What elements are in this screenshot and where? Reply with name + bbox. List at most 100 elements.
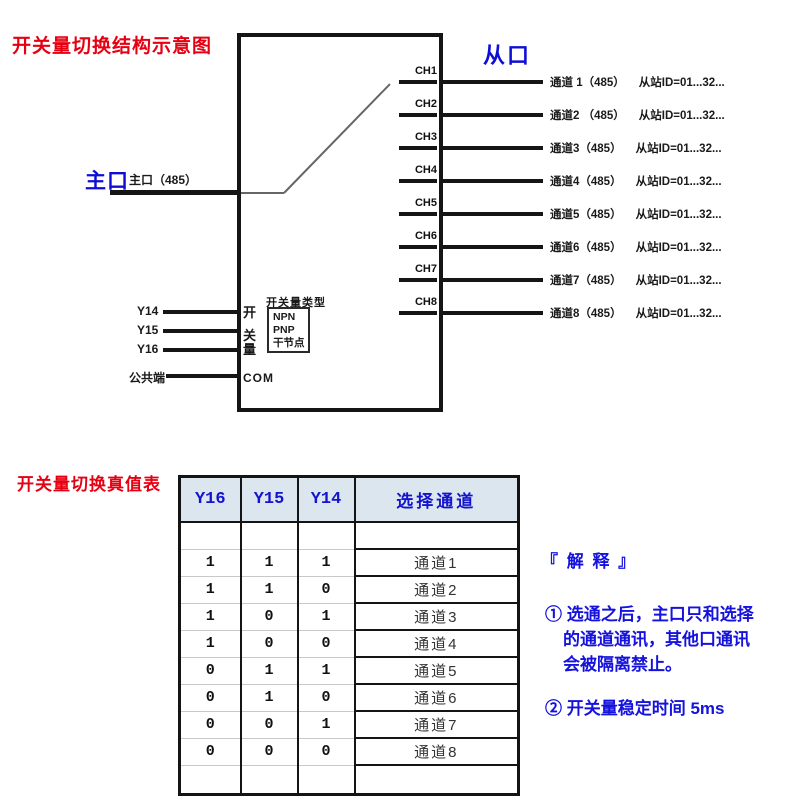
switch-type-dry-contact: 干节点: [273, 337, 305, 349]
ch6-label: CH6: [414, 230, 437, 242]
ch2-wire-line: [443, 113, 543, 117]
ch8-slave-id: 从站ID=01...32...: [635, 308, 722, 320]
switch-char-liang: 量: [243, 342, 257, 357]
ch3-wire-line: [443, 146, 543, 150]
explanation-item2: ② 开关量稳定时间 5ms: [545, 699, 725, 718]
ch4-label: CH4: [414, 164, 437, 176]
master-port-label: 主口: [85, 170, 129, 193]
spacer-cell: [353, 521, 520, 550]
ch7-stub-line: [399, 278, 437, 282]
switch-char-kai: 开: [243, 305, 257, 320]
ch6-name: 通道6（485）: [550, 242, 622, 254]
ch8-wire-line: [443, 311, 543, 315]
com-label: COM: [243, 371, 274, 385]
master-port-line: [110, 190, 238, 195]
ch3-label: CH3: [414, 131, 437, 143]
switch-lead-line: [241, 192, 284, 194]
y14-label: Y14: [137, 304, 159, 318]
spacer-cell: [296, 765, 356, 795]
ch1-name: 通道 1（485）: [550, 77, 625, 89]
spacer-cell: [296, 522, 356, 550]
ch1-slave-id: 从站ID=01...32...: [638, 77, 725, 89]
explanation-item1-line1: ① 选通之后，主口只和选择: [545, 605, 754, 624]
ch3-stub-line: [399, 146, 437, 150]
explanation-title: 『 解 释 』: [541, 552, 638, 571]
ch6-stub-line: [399, 245, 437, 249]
spacer-cell: [239, 522, 299, 550]
ch7-name: 通道7（485）: [550, 275, 622, 287]
header-y14: Y14: [296, 475, 356, 523]
explanation-item1-line3: 会被隔离禁止。: [563, 655, 682, 674]
ch5-wire-line: [443, 212, 543, 216]
y15-label: Y15: [137, 323, 159, 337]
spacer-cell: [178, 765, 242, 795]
ch2-stub-line: [399, 113, 437, 117]
ch2-slave-id: 从站ID=01...32...: [638, 110, 725, 122]
y14-line: [163, 310, 237, 314]
y16-line: [163, 348, 237, 352]
ch1-stub-line: [399, 80, 437, 84]
common-terminal-label: 公共端: [129, 371, 166, 385]
ch6-wire-line: [443, 245, 543, 249]
switch-type-title: 开关量类型: [266, 297, 326, 309]
ch5-annotation: 通道5（485） 从站ID=01...32...: [550, 206, 722, 222]
switch-unit-box: [237, 33, 443, 412]
ch5-slave-id: 从站ID=01...32...: [635, 209, 722, 221]
ch1-annotation: 通道 1（485） 从站ID=01...32...: [550, 74, 725, 90]
ch7-slave-id: 从站ID=01...32...: [635, 275, 722, 287]
ch4-wire-line: [443, 179, 543, 183]
ch6-slave-id: 从站ID=01...32...: [635, 242, 722, 254]
table-spacer-row: [178, 521, 520, 550]
switch-type-pnp: PNP: [273, 324, 295, 336]
header-select-channel: 选择通道: [353, 475, 520, 523]
ch3-slave-id: 从站ID=01...32...: [635, 143, 722, 155]
ch4-slave-id: 从站ID=01...32...: [635, 176, 722, 188]
spacer-cell: [353, 764, 520, 795]
ch7-wire-line: [443, 278, 543, 282]
ch3-name: 通道3（485）: [550, 143, 622, 155]
master-port-sublabel: 主口（485）: [129, 173, 198, 187]
ch5-stub-line: [399, 212, 437, 216]
ch1-wire-line: [443, 80, 543, 84]
ch6-annotation: 通道6（485） 从站ID=01...32...: [550, 239, 722, 255]
spacer-cell: [239, 765, 299, 795]
ch2-annotation: 通道2 （485） 从站ID=01...32...: [550, 107, 725, 123]
ch8-label: CH8: [414, 296, 437, 308]
ch2-name: 通道2 （485）: [550, 110, 625, 122]
ch7-annotation: 通道7（485） 从站ID=01...32...: [550, 272, 722, 288]
switch-char-guan: 关: [243, 328, 257, 343]
slave-port-label: 从口: [483, 43, 532, 68]
common-terminal-line: [166, 374, 237, 378]
ch4-stub-line: [399, 179, 437, 183]
ch3-annotation: 通道3（485） 从站ID=01...32...: [550, 140, 722, 156]
ch1-label: CH1: [414, 65, 437, 77]
spacer-cell: [178, 522, 242, 550]
header-y16: Y16: [178, 475, 242, 523]
header-y15: Y15: [239, 475, 299, 523]
ch2-label: CH2: [414, 98, 437, 110]
ch8-annotation: 通道8（485） 从站ID=01...32...: [550, 305, 722, 321]
ch5-name: 通道5（485）: [550, 209, 622, 221]
explanation-item1-line2: 的通道通讯，其他口通讯: [563, 630, 750, 649]
diagram-title: 开关量切换结构示意图: [12, 36, 213, 57]
ch4-name: 通道4（485）: [550, 176, 622, 188]
switch-type-npn: NPN: [273, 311, 296, 323]
ch7-label: CH7: [414, 263, 437, 275]
ch8-stub-line: [399, 311, 437, 315]
truth-table-header-row: Y16 Y15 Y14 选择通道: [178, 475, 520, 523]
ch5-label: CH5: [414, 197, 437, 209]
truth-table-title: 开关量切换真值表: [17, 475, 161, 494]
ch8-name: 通道8（485）: [550, 308, 622, 320]
y16-label: Y16: [137, 342, 159, 356]
table-spacer-row: [178, 764, 520, 795]
